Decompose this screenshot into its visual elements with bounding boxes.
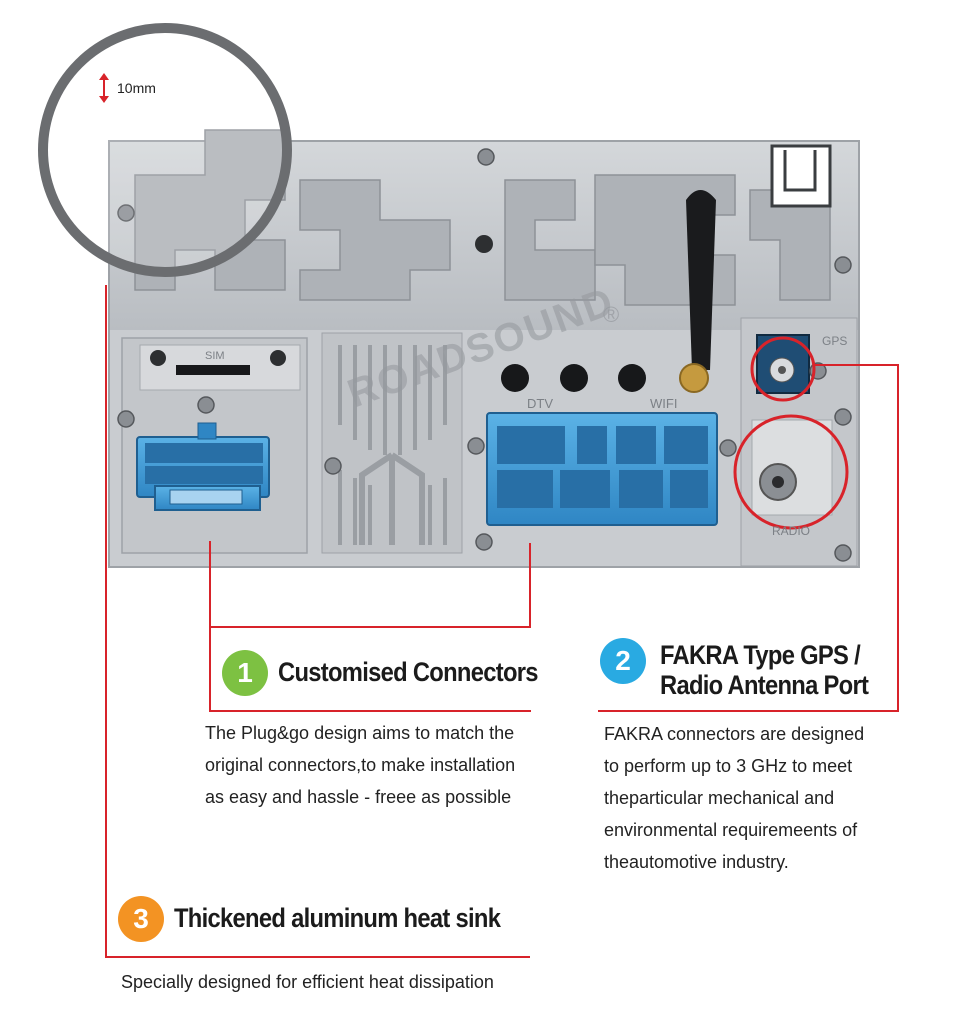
antenna-holes xyxy=(501,364,646,392)
aux-harness-connector xyxy=(486,412,718,526)
callout-line-2-vertical xyxy=(897,364,899,712)
dtv-label: DTV xyxy=(527,396,553,411)
feature-2-description-line: theautomotive industry. xyxy=(604,852,789,872)
feature-1-title: Customised Connectors xyxy=(278,657,539,687)
feature-3-badge: 3 xyxy=(118,896,164,942)
measure-arrow xyxy=(99,73,109,103)
feature-2-badge: 2 xyxy=(600,638,646,684)
callout-line-1-bottom xyxy=(209,710,531,712)
radio-antenna-port xyxy=(751,419,833,516)
radio-label: RADIO xyxy=(772,524,811,538)
mount-bracket xyxy=(770,144,832,208)
feature-1-badge: 1 xyxy=(222,650,268,696)
heat-sink-fins xyxy=(134,129,831,306)
callout-line-2-bottom xyxy=(598,710,899,712)
radio-highlight-circle xyxy=(733,414,849,530)
feature-2-description-line: FAKRA connectors are designed xyxy=(604,724,865,744)
feature-3-description: Specially designed for efficient heat di… xyxy=(121,966,494,998)
feature-2-description: FAKRA connectors are designed to perform… xyxy=(604,718,864,878)
feature-2-title-line-1: FAKRA Type GPS / xyxy=(660,640,861,670)
sim-screw-hole-right xyxy=(270,350,286,366)
gps-label: GPS xyxy=(822,334,848,348)
feature-2-title-line-2: Radio Antenna Port xyxy=(660,670,869,700)
feature-3-title: Thickened aluminum heat sink xyxy=(174,903,501,933)
callout-line-1-horizontal xyxy=(209,626,531,628)
wifi-antenna xyxy=(679,190,716,393)
zoom-detail-circle xyxy=(38,23,292,277)
callout-line-1-right xyxy=(529,543,531,628)
wifi-label: WIFI xyxy=(650,396,678,411)
callout-line-2-top xyxy=(813,364,899,366)
feature-2-description-line: environmental requiremeents of xyxy=(604,820,858,840)
sim-card-slot xyxy=(176,365,250,375)
center-heat-sink xyxy=(321,332,463,554)
feature-1-description-line: as easy and hassle - freee as possible xyxy=(205,787,512,807)
feature-1-description-line: The Plug&go design aims to match the xyxy=(205,723,515,743)
main-harness-connector xyxy=(136,422,270,511)
registered-mark: ® xyxy=(603,302,620,327)
sim-screw-hole-left xyxy=(150,350,166,366)
feature-3-description-line: Specially designed for efficient heat di… xyxy=(121,972,494,992)
feature-2-description-line: theparticular mechanical and xyxy=(604,788,835,808)
measure-label: 10mm xyxy=(117,80,156,96)
center-mount-hole xyxy=(475,235,493,253)
screws xyxy=(117,148,852,562)
feature-1-description: The Plug&go design aims to match the ori… xyxy=(205,717,515,813)
feature-1-description-line: original connectors,to make installation xyxy=(205,755,516,775)
gps-highlight-circle xyxy=(750,336,816,402)
callout-line-3-horizontal xyxy=(105,956,530,958)
feature-2-description-line: to perform up to 3 GHz to meet xyxy=(604,756,853,776)
sim-label: SIM xyxy=(205,350,225,362)
callout-line-3-vertical xyxy=(105,285,107,957)
